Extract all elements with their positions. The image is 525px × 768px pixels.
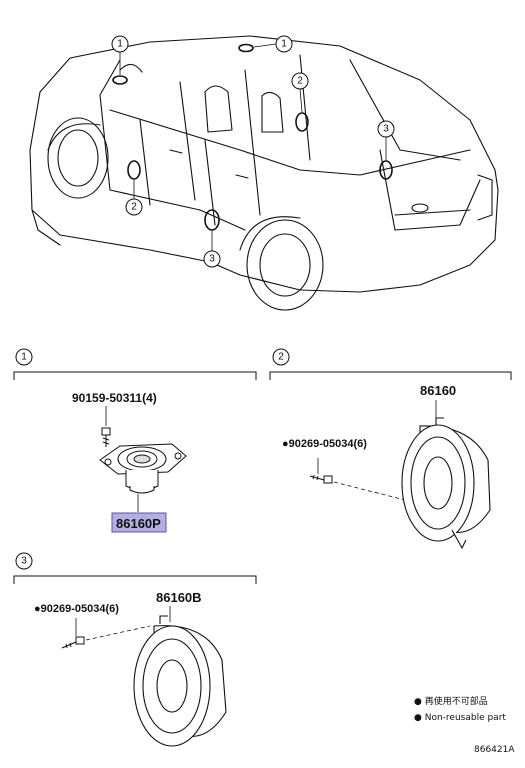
section-1-number: 1 — [21, 352, 27, 363]
speaker-mark-front-dash-left — [112, 75, 128, 85]
screw-part-number-2: ●90269-05034(6) — [282, 438, 367, 450]
callout-number-2a: 2 — [297, 76, 303, 87]
speaker-mark-front-dash-right — [238, 43, 254, 53]
callout-number-1b: 1 — [281, 39, 287, 50]
rear-speaker-part-number: 86160B — [156, 590, 202, 605]
section-2-number: 2 — [278, 352, 284, 363]
section-1: 1 90159-50311(4) 86160P — [13, 348, 257, 533]
screw-icon-rear — [61, 636, 85, 649]
callout-circle-3b — [203, 250, 221, 268]
door-speaker-part-number: 86160 — [420, 383, 456, 398]
tweeter-speaker-icon — [99, 443, 187, 494]
callout-circle-2b — [125, 198, 143, 216]
bolt-icon — [101, 427, 111, 447]
callout-circle-1b — [275, 35, 293, 53]
callout-number-3a: 3 — [383, 124, 389, 135]
rear-speaker-icon — [133, 615, 227, 747]
callout-circle-2a — [291, 72, 309, 90]
speaker-part-86160P: 86160P — [116, 516, 161, 531]
speaker-mark-rear-door — [204, 209, 220, 231]
callout-number-3b: 3 — [209, 254, 215, 265]
speaker-mark-rear-door-right — [379, 160, 393, 180]
speaker-mark-front-door — [127, 160, 141, 180]
callout-circles — [111, 35, 395, 268]
car-speaker-marks — [112, 43, 393, 231]
bolt-part-number: 90159-50311(4) — [72, 391, 157, 405]
screw-part-number-3: ●90269-05034(6) — [34, 603, 119, 615]
section-2: 2 86160 ●90269-05034(6) — [269, 348, 512, 550]
callout-circle-3a — [377, 120, 395, 138]
speaker-mark-front-door-right — [295, 112, 309, 132]
screw-icon — [309, 474, 333, 484]
callout-number-2b: 2 — [131, 202, 137, 213]
section-3-number: 3 — [21, 556, 27, 567]
legend-japanese: ● 再使用不可部品 — [414, 695, 488, 707]
figure-id: 866421A — [474, 745, 515, 755]
callout-circle-1a — [111, 35, 129, 53]
speaker-part-highlight — [111, 512, 167, 533]
callout-number-1a: 1 — [117, 39, 123, 50]
legend-english: ● Non-reusable part — [414, 713, 506, 723]
car-illustration — [29, 35, 499, 311]
door-speaker-icon — [401, 417, 491, 550]
callout-leaders — [119, 43, 387, 251]
section-3: 3 86160B ●90269-05034(6) — [13, 552, 257, 747]
